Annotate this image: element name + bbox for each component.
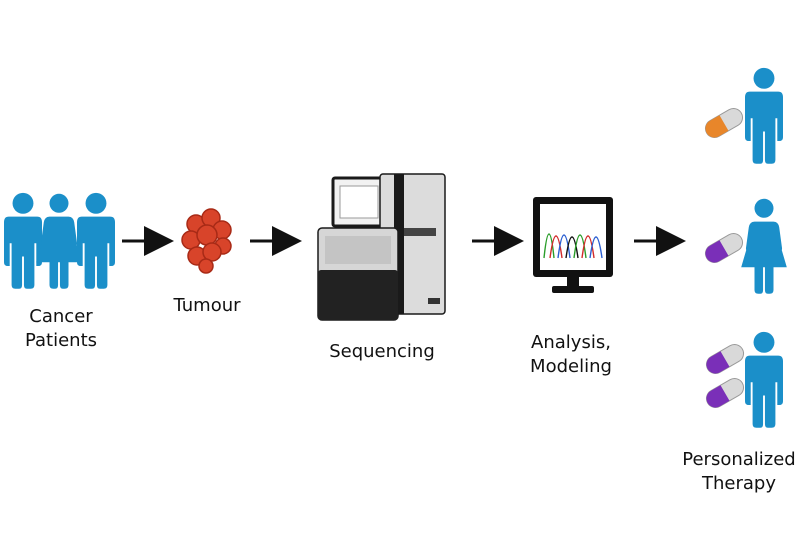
therapy-row: [704, 198, 787, 294]
tumour-label: Tumour: [165, 294, 249, 318]
label-line: Sequencing: [329, 341, 435, 362]
label-line: Patients: [24, 330, 98, 351]
label-line: Tumour: [173, 295, 241, 316]
cancer-patients-label: Cancer Patients: [16, 305, 106, 353]
person-female-icon: [741, 198, 787, 294]
cancer-patients-group: [3, 192, 115, 289]
analysis-monitor-icon: [533, 197, 613, 293]
chromatogram-icon: [543, 233, 603, 259]
personalized-therapy-label: Personalized Therapy: [680, 448, 798, 496]
sequencer-machine-icon: [317, 173, 446, 321]
person-female-icon: [36, 193, 82, 289]
orange-pill-icon: [704, 108, 744, 138]
tumour-icon: [181, 208, 232, 274]
analysis-modeling-label: Analysis, Modeling: [521, 331, 621, 379]
person-male-icon: [745, 67, 783, 164]
label-line: Personalized: [682, 449, 796, 470]
label-line: Cancer: [29, 306, 93, 327]
label-line: Analysis,: [531, 332, 611, 353]
person-male-icon: [3, 192, 42, 289]
therapy-row: [704, 67, 783, 164]
label-line: Therapy: [702, 473, 776, 494]
label-line: Modeling: [530, 356, 612, 377]
two-purple-pills-icon: [705, 344, 745, 408]
purple-pill-icon: [704, 233, 744, 263]
person-male-icon: [745, 331, 783, 428]
sequencing-label: Sequencing: [327, 340, 437, 364]
person-male-icon: [77, 192, 115, 289]
therapy-row: [705, 331, 783, 428]
